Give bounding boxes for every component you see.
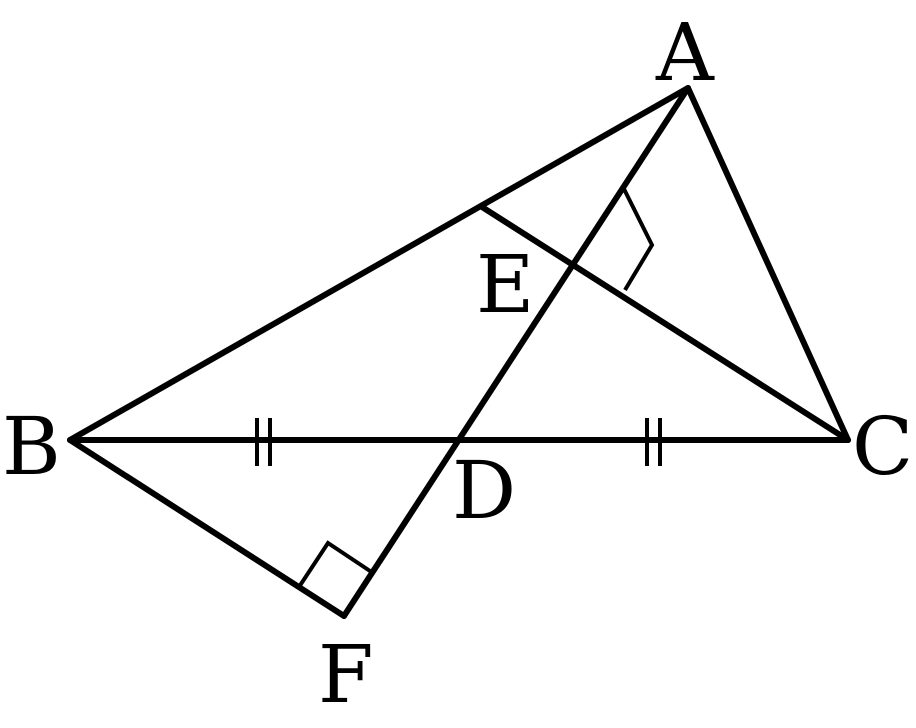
segment-ac (685, 85, 851, 443)
tick-mark-dc (645, 418, 662, 466)
right-angle-mark-f (297, 540, 375, 589)
label-b: B (2, 400, 61, 493)
label-a: A (655, 6, 715, 99)
label-f: F (318, 628, 374, 721)
right-angle-mark-e (596, 182, 655, 292)
label-c: C (852, 400, 913, 493)
segment-af (341, 85, 691, 619)
segment-bf (67, 437, 347, 619)
label-d: D (452, 444, 516, 537)
label-e: E (476, 238, 534, 331)
segment-ab (67, 85, 691, 443)
segment-ce (479, 204, 851, 443)
tick-mark-bd (255, 418, 272, 466)
